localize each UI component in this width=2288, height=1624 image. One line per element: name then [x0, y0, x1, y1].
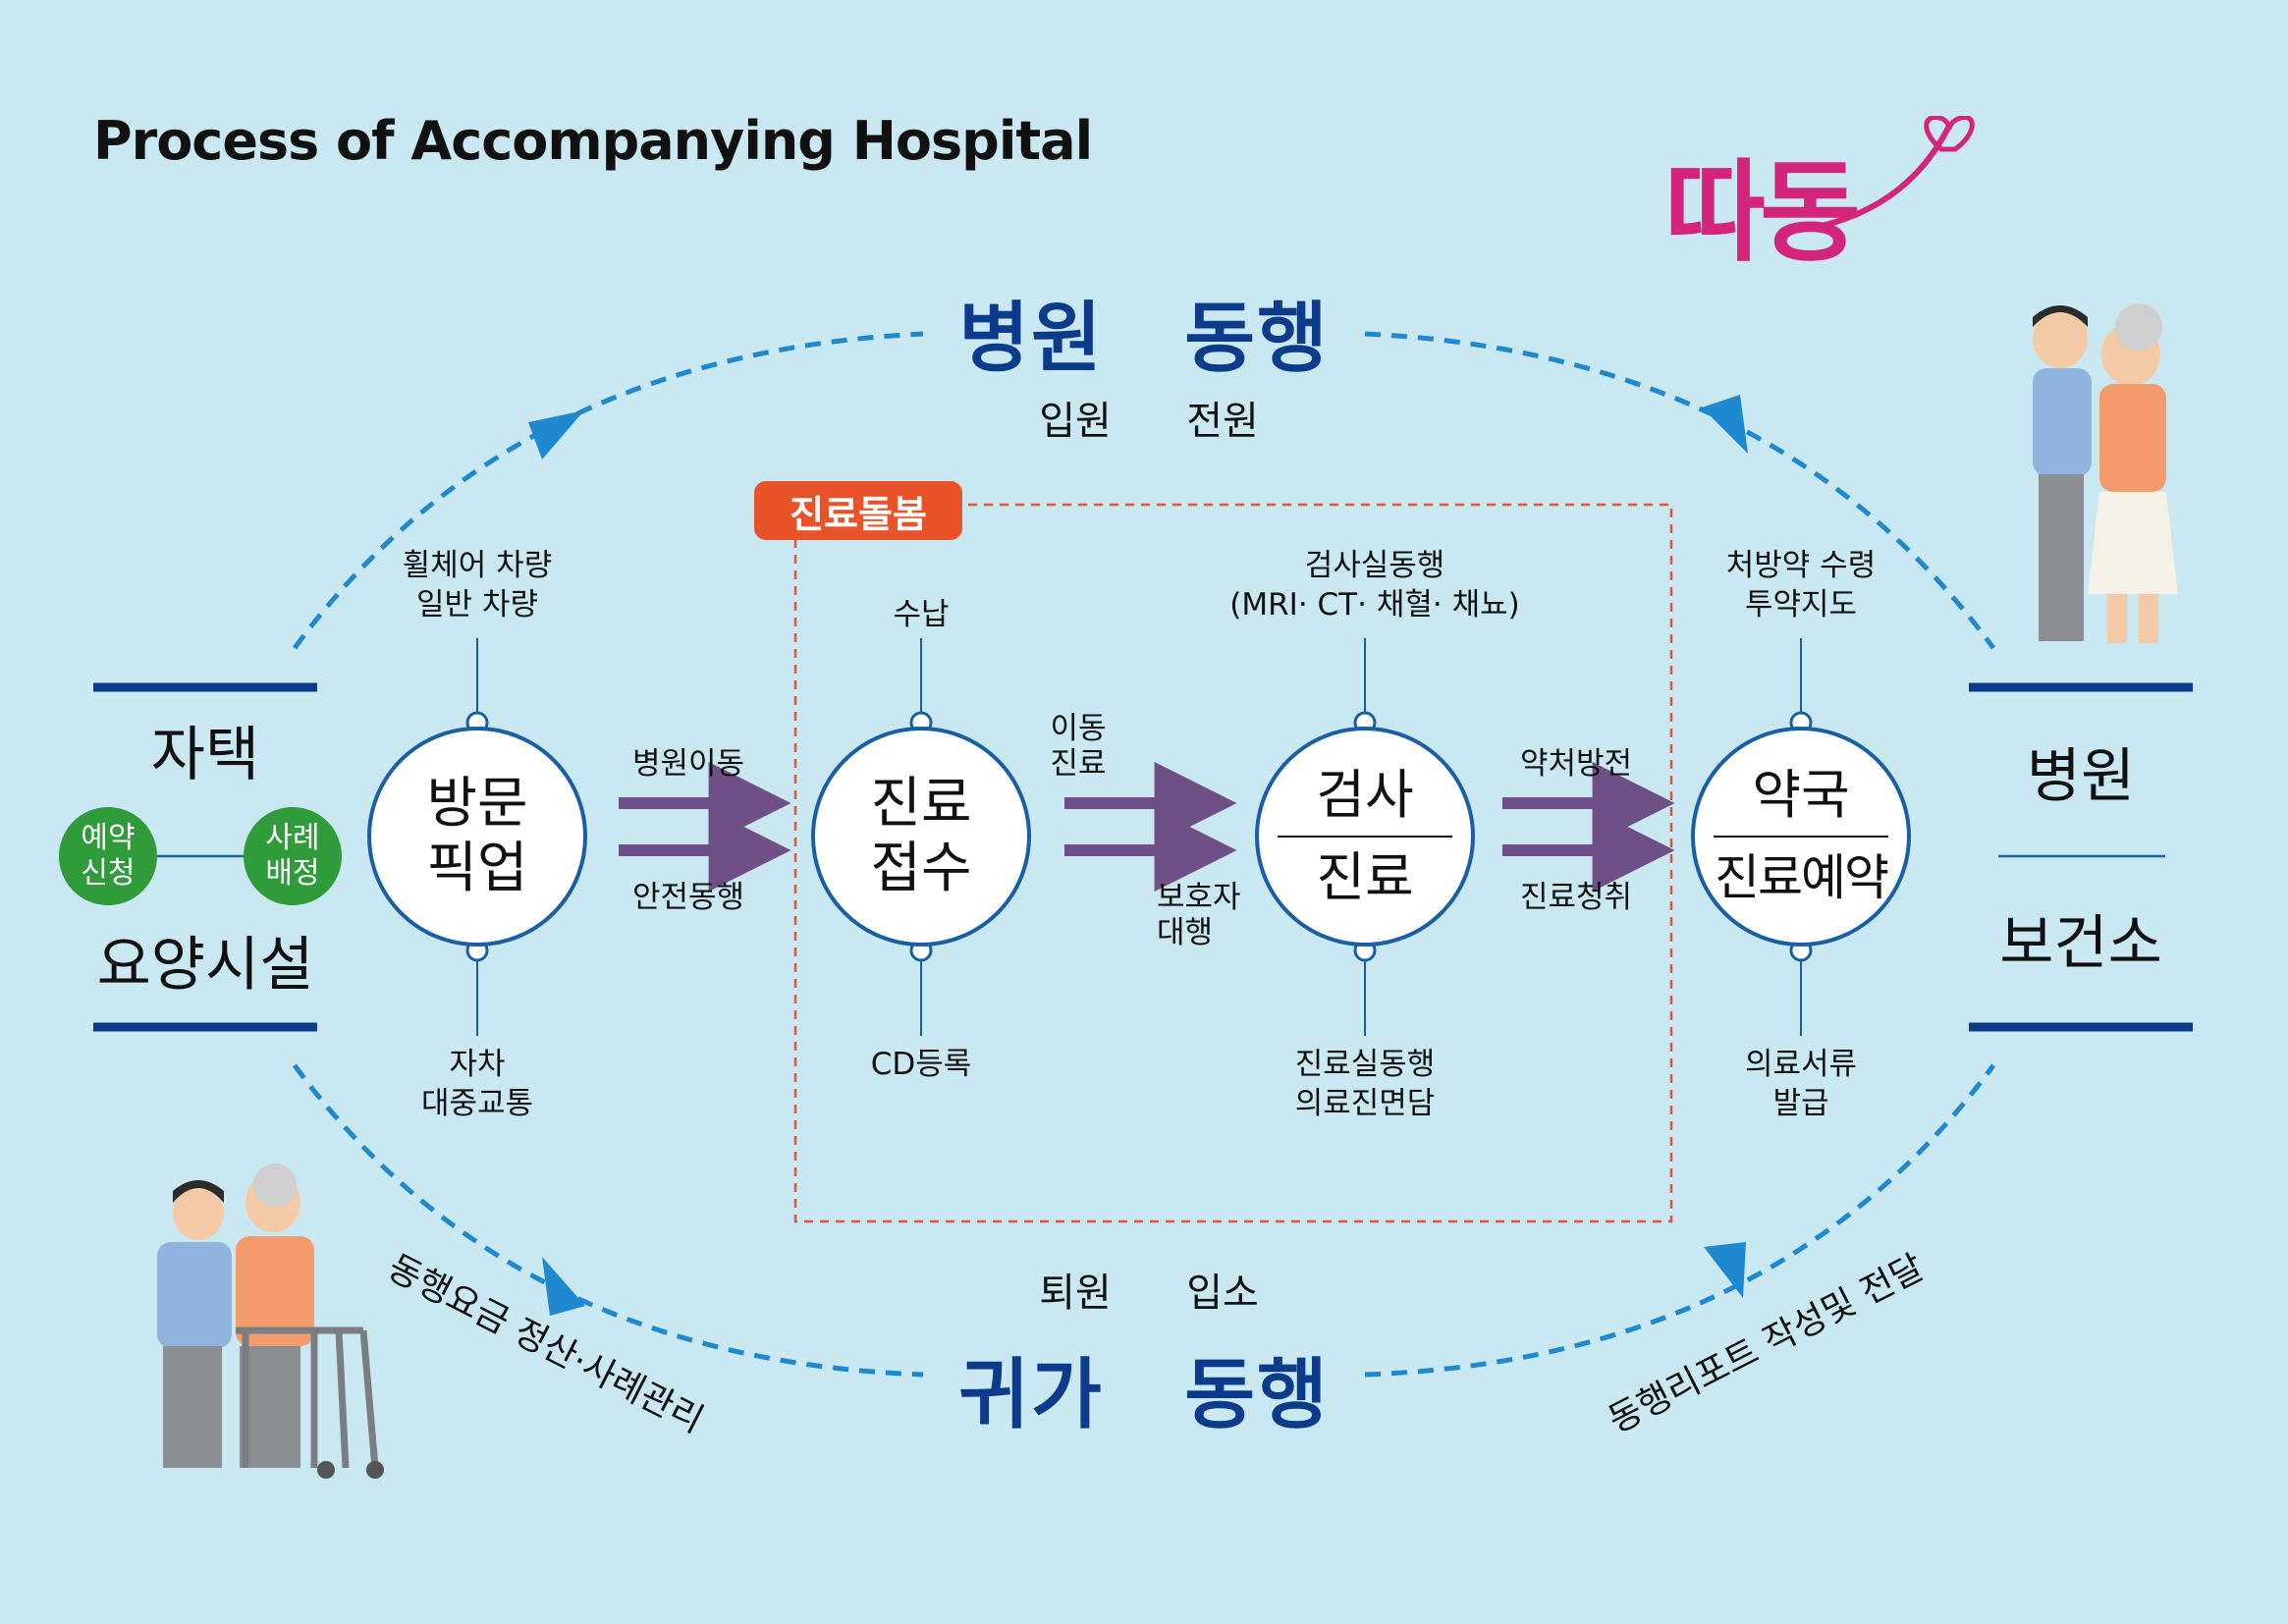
step-4-line2: 진료예약	[1715, 849, 1889, 906]
right-end-bottom: 보건소	[1999, 909, 2162, 978]
figure-walker-bottom	[157, 1164, 384, 1479]
step-2-line2: 접수	[870, 837, 972, 900]
step-1-top-note: 휠체어 차량 일반 차량	[359, 546, 595, 624]
care-badge: 진료돌봄	[754, 481, 962, 540]
step-4-top-note-line1: 처방약 수령	[1725, 548, 1877, 583]
top-title-left: 병원	[958, 295, 1104, 383]
step-2-top-note: 수납	[823, 595, 1019, 634]
arrow-2-bottom-line2: 대행	[1157, 915, 1214, 950]
top-sub-left: 입원	[1039, 399, 1112, 444]
step-3-bottom-note-line1: 진료실동행	[1294, 1047, 1436, 1082]
step-4-top-note-line2: 투약지도	[1744, 587, 1858, 623]
step-2-top-note-line1: 수납	[893, 597, 950, 632]
bottom-right-arrowhead	[1704, 1242, 1746, 1298]
step-4-bottom-note-line1: 의료서류	[1744, 1047, 1858, 1082]
step-1-top-note-line1: 휠체어 차량	[402, 548, 553, 583]
brand-logo: 따동	[1664, 116, 1979, 283]
step-1-line1: 방문	[426, 772, 528, 836]
step-1-line2: 픽업	[426, 837, 528, 900]
top-left-arrowhead	[528, 410, 584, 460]
step-4-bottom-note-line2: 발급	[1772, 1086, 1829, 1121]
arrow-3-bottom-label: 진료청취	[1519, 880, 1633, 915]
figure-couple-top	[2033, 303, 2178, 643]
arrow-1-top-label: 병원이동	[631, 746, 745, 782]
step-3-bottom-note: 진료실동행 의료진면담	[1267, 1045, 1463, 1123]
step-1-bottom-note-line1: 자차	[449, 1047, 506, 1082]
bottom-left-arrowhead	[542, 1257, 585, 1316]
right-end-top: 병원	[2026, 742, 2136, 811]
arrow-3-top-label: 약처방전	[1519, 746, 1633, 782]
bottom-right-arc	[1364, 1063, 1996, 1378]
step-3-line2: 진료	[1316, 846, 1414, 908]
bottom-title-right: 동행	[1184, 1351, 1330, 1439]
left-end-bottom: 요양시설	[96, 931, 314, 1000]
arrow-2-top-line1: 이동	[1050, 711, 1107, 746]
arrow-2-bottom-label: 보호자 대행	[1157, 880, 1265, 950]
step-3-divider	[1278, 836, 1452, 838]
step-2-bottom-note: CD등록	[823, 1045, 1019, 1084]
step-pharmacy: 약국 진료예약	[1691, 727, 1911, 947]
case-assign-dot-line2: 배정	[265, 856, 320, 891]
bottom-title-left: 귀가	[958, 1351, 1104, 1439]
arrow-2-bottom-line1: 보호자	[1157, 880, 1241, 915]
step-visit-pickup: 방문 픽업	[367, 727, 587, 947]
step-4-top-note: 처방약 수령 투약지도	[1683, 546, 1919, 624]
top-title-right: 동행	[1184, 295, 1330, 383]
top-sub-right: 전원	[1186, 399, 1259, 444]
step-3-top-note-line1: 검사실동행	[1304, 548, 1445, 583]
case-assign-dot: 사례 배정	[244, 807, 342, 905]
step-reception: 진료 접수	[811, 727, 1031, 947]
arrow-2-top-label: 이동 진료	[1039, 711, 1117, 782]
step-3-line1: 검사	[1316, 764, 1414, 826]
step-4-line1: 약국	[1752, 764, 1850, 826]
step-1-bottom-note: 자차 대중교통	[379, 1045, 575, 1123]
top-right-arrowhead	[1702, 395, 1748, 454]
bottom-sub-right: 입소	[1186, 1271, 1259, 1316]
step-2-line1: 진료	[870, 772, 972, 836]
step-exam: 검사 진료	[1255, 727, 1475, 947]
logo-text: 따동	[1664, 149, 1861, 277]
step-3-bottom-note-line2: 의료진면담	[1294, 1086, 1436, 1121]
step-1-bottom-note-line2: 대중교통	[420, 1086, 534, 1121]
reservation-dot-line1: 예약	[81, 821, 136, 855]
heart-icon	[1821, 116, 1975, 229]
page-title: Process of Accompanying Hospital	[93, 110, 1093, 172]
step-3-top-note: 검사실동행 (MRI· CT· 채혈· 채뇨)	[1218, 546, 1532, 624]
arrow-1-bottom-label: 안전동행	[631, 880, 745, 915]
arrow-2-top-line2: 진료	[1050, 746, 1107, 782]
case-assign-dot-line1: 사례	[265, 821, 320, 855]
reservation-dot: 예약 신청	[59, 807, 157, 905]
reservation-dot-line2: 신청	[81, 856, 136, 891]
step-4-bottom-note: 의료서류 발급	[1703, 1045, 1899, 1123]
step-2-bottom-note-line1: CD등록	[870, 1047, 972, 1082]
step-1-top-note-line2: 일반 차량	[416, 587, 538, 623]
left-end-top: 자택	[150, 721, 260, 789]
bottom-sub-left: 퇴원	[1039, 1271, 1112, 1316]
step-3-top-note-line2: (MRI· CT· 채혈· 채뇨)	[1229, 587, 1520, 623]
step-4-divider	[1714, 836, 1888, 838]
